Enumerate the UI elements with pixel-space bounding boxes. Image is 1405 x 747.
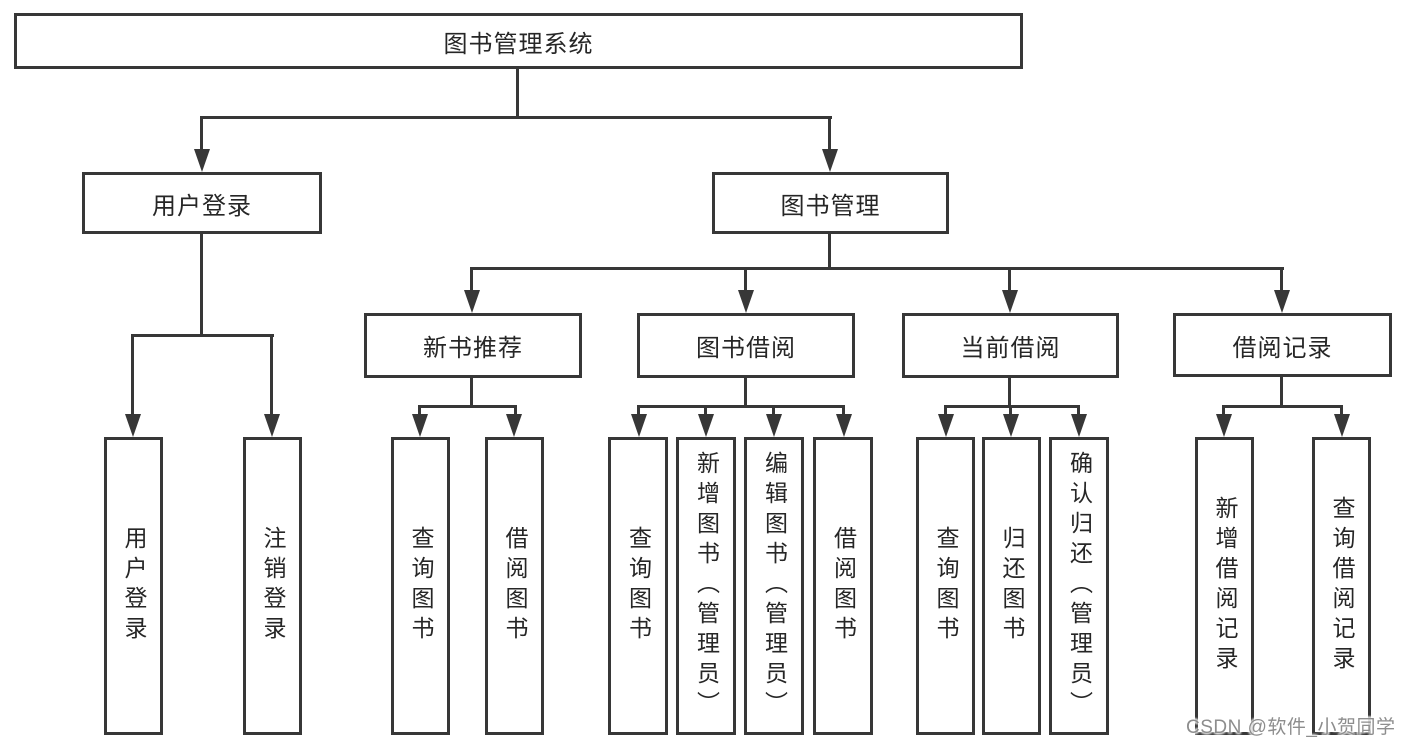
connector-line (1280, 377, 1283, 407)
node-query-borrow-record: 查询借阅记录 (1312, 437, 1371, 735)
node-label: 借阅记录 (1232, 334, 1333, 362)
arrowhead-down (464, 290, 480, 313)
connector-line (828, 116, 831, 152)
connector-line (471, 267, 1284, 270)
node-user-login: 用户登录 (82, 172, 322, 234)
node-label: 新书推荐 (423, 335, 523, 362)
node-add-books-admin: 新增图书（管理员） (676, 437, 736, 735)
node-label: 查询图书 (933, 526, 959, 646)
node-label: 图书管理 (780, 192, 881, 220)
node-label: 当前借阅 (960, 335, 1061, 362)
node-confirm-return-admin: 确认归还（管理员） (1049, 437, 1109, 735)
node-label: 归还图书 (999, 526, 1025, 646)
node-label: 注销登录 (260, 526, 286, 646)
node-query-books-borrowing: 查询图书 (608, 437, 668, 735)
node-book-management: 图书管理 (712, 172, 949, 234)
arrowhead-down (506, 414, 522, 437)
node-label: 借阅图书 (830, 526, 857, 646)
connector-line (637, 405, 640, 417)
node-current-borrowing: 当前借阅 (902, 313, 1119, 378)
node-borrow-books-borrowing: 借阅图书 (813, 437, 873, 735)
node-add-borrow-record: 新增借阅记录 (1195, 437, 1254, 735)
node-query-books-recommend: 查询图书 (391, 437, 450, 735)
arrowhead-down (412, 414, 428, 437)
arrowhead-down (822, 149, 838, 172)
connector-line (828, 234, 831, 270)
connector-line (842, 405, 845, 417)
arrowhead-down (1334, 414, 1350, 437)
node-label: 查询图书 (408, 526, 434, 646)
node-user-login-action: 用户登录 (104, 437, 163, 735)
connector-line (1008, 267, 1011, 293)
arrowhead-down (1071, 414, 1087, 437)
arrowhead-down (766, 414, 782, 437)
arrowhead-down (125, 414, 141, 437)
connector-line (944, 405, 947, 417)
node-label: 查询借阅记录 (1329, 496, 1355, 676)
node-label: 新增借阅记录 (1212, 496, 1238, 676)
connector-line (131, 334, 274, 337)
connector-line (418, 405, 421, 417)
node-borrowing-records: 借阅记录 (1173, 313, 1392, 377)
node-label: 新增图书（管理员） (693, 451, 720, 721)
arrowhead-down (1216, 414, 1232, 437)
arrowhead-down (938, 414, 954, 437)
node-label: 图书借阅 (696, 335, 796, 362)
arrowhead-down (836, 414, 852, 437)
node-new-book-recommend: 新书推荐 (364, 313, 582, 378)
connector-line (200, 116, 203, 152)
arrowhead-down (1002, 290, 1018, 313)
connector-line (200, 234, 203, 337)
node-label: 确认归还（管理员） (1066, 451, 1093, 721)
csdn-watermark: CSDN @软件_小贺同学 (1186, 717, 1396, 738)
connector-line (201, 116, 832, 119)
connector-line (514, 405, 517, 417)
connector-line (1008, 378, 1011, 407)
node-label: 图书管理系统 (443, 30, 594, 58)
connector-line (744, 267, 747, 293)
node-return-books: 归还图书 (982, 437, 1041, 735)
connector-line (470, 378, 473, 407)
node-label: 编辑图书（管理员） (761, 451, 788, 721)
connector-line (1222, 405, 1343, 408)
connector-line (1009, 405, 1012, 417)
connector-line (131, 334, 134, 416)
node-borrow-books-recommend: 借阅图书 (485, 437, 544, 735)
connector-line (1222, 405, 1225, 417)
connector-line (418, 405, 517, 408)
connector-line (744, 378, 747, 407)
node-label: 用户登录 (152, 192, 252, 220)
node-edit-books-admin: 编辑图书（管理员） (744, 437, 804, 735)
connector-line (704, 405, 707, 417)
arrowhead-down (1003, 414, 1019, 437)
node-label: 查询图书 (625, 526, 652, 646)
connector-line (470, 267, 473, 293)
node-label: 用户登录 (121, 526, 147, 646)
node-library-management-system: 图书管理系统 (14, 13, 1023, 69)
connector-line (1280, 267, 1283, 293)
connector-line (772, 405, 775, 417)
arrowhead-down (631, 414, 647, 437)
connector-line (637, 405, 845, 408)
connector-line (270, 334, 273, 416)
connector-line (1077, 405, 1080, 417)
node-book-borrowing: 图书借阅 (637, 313, 855, 378)
arrowhead-down (738, 290, 754, 313)
node-query-books-current: 查询图书 (916, 437, 975, 735)
arrowhead-down (1274, 290, 1290, 313)
arrowhead-down (264, 414, 280, 437)
connector-line (1340, 405, 1343, 417)
node-logout-action: 注销登录 (243, 437, 302, 735)
node-label: 借阅图书 (502, 526, 528, 646)
arrowhead-down (194, 149, 210, 172)
connector-line (944, 405, 1080, 408)
arrowhead-down (698, 414, 714, 437)
connector-line (516, 68, 519, 118)
